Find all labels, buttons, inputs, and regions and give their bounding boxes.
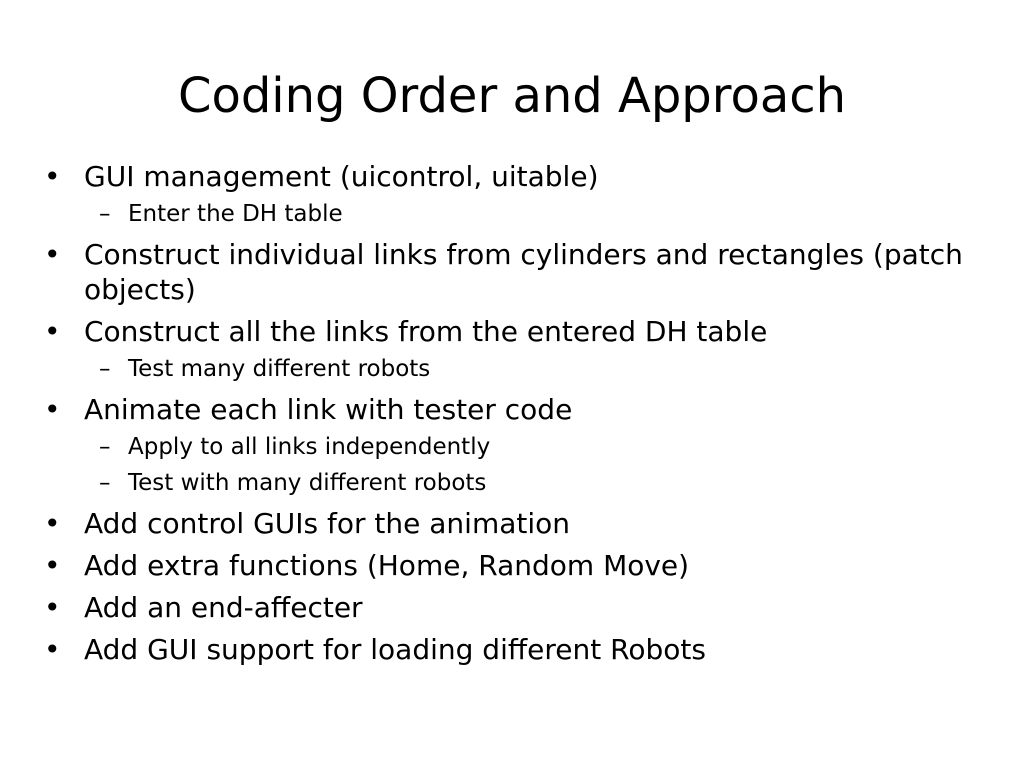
sub-bullet-item: – Enter the DH table — [44, 198, 984, 230]
sub-bullet-text: Enter the DH table — [128, 201, 343, 227]
bullet-item: • Add GUI support for loading different … — [44, 632, 984, 667]
bullet-list: • GUI management (uicontrol, uitable) – … — [44, 152, 984, 667]
bullet-item: • Add an end-affecter — [44, 590, 984, 625]
bullet-item: • Animate each link with tester code — [44, 392, 984, 427]
sub-bullet-item: – Test many different robots — [44, 353, 984, 385]
bullet-icon: • — [44, 507, 61, 540]
bullet-icon: • — [44, 549, 61, 582]
dash-icon: – — [99, 201, 111, 227]
dash-icon: – — [99, 470, 111, 496]
bullet-text: Add extra functions (Home, Random Move) — [84, 549, 690, 582]
sub-bullet-text: Test with many different robots — [128, 470, 487, 496]
sub-bullet-item: – Test with many different robots — [44, 467, 984, 499]
bullet-text: Add an end-affecter — [84, 591, 363, 624]
bullet-text: Add GUI support for loading different Ro… — [84, 633, 706, 666]
bullet-icon: • — [44, 633, 61, 666]
bullet-text: GUI management (uicontrol, uitable) — [84, 160, 599, 193]
dash-icon: – — [99, 356, 111, 382]
bullet-item: • Construct individual links from cylind… — [44, 237, 984, 307]
dash-icon: – — [99, 434, 111, 460]
bullet-item: • Add control GUIs for the animation — [44, 506, 984, 541]
sub-bullet-text: Test many different robots — [128, 356, 431, 382]
bullet-item: • Construct all the links from the enter… — [44, 314, 984, 349]
bullet-item: • GUI management (uicontrol, uitable) — [44, 159, 984, 194]
bullet-icon: • — [44, 315, 61, 348]
bullet-text: Construct individual links from cylinder… — [84, 238, 963, 306]
bullet-icon: • — [44, 591, 61, 624]
bullet-icon: • — [44, 160, 61, 193]
bullet-text: Animate each link with tester code — [84, 393, 573, 426]
bullet-item: • Add extra functions (Home, Random Move… — [44, 548, 984, 583]
bullet-text: Add control GUIs for the animation — [84, 507, 571, 540]
bullet-text: Construct all the links from the entered… — [84, 315, 768, 348]
bullet-icon: • — [44, 238, 61, 271]
slide-title: Coding Order and Approach — [177, 68, 847, 124]
sub-bullet-item: – Apply to all links independently — [44, 431, 984, 463]
bullet-icon: • — [44, 393, 61, 426]
sub-bullet-text: Apply to all links independently — [128, 434, 491, 460]
